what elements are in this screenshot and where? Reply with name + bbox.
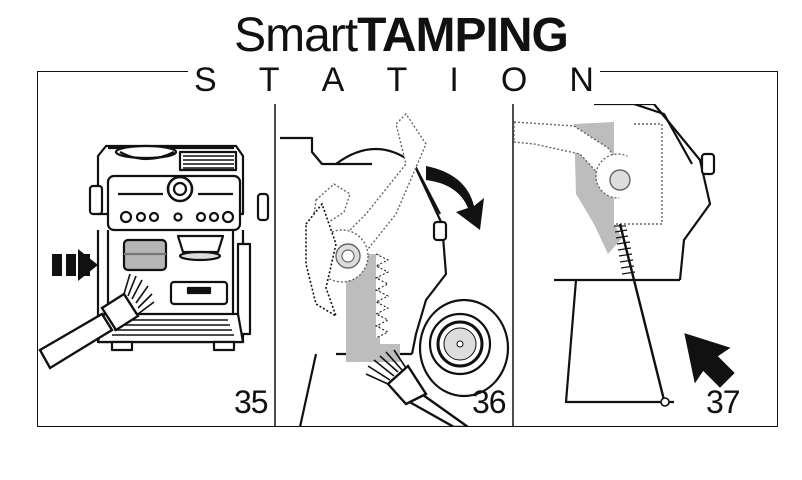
step-35-panel: 35 [38, 104, 275, 427]
title-tamping: TAMPING [357, 9, 569, 62]
subtitle-letter: T [258, 61, 280, 99]
tamping-mechanism-illustration [280, 112, 510, 427]
step-37-panel: 37 [514, 104, 778, 427]
subtitle-letter: T [386, 61, 408, 99]
espresso-machine-illustration [38, 144, 270, 370]
step-number-36: 36 [472, 384, 507, 420]
page-title: SmartTAMPING [0, 8, 802, 64]
title-smart: Smart [234, 9, 358, 62]
subtitle-letter: A [321, 61, 345, 99]
subtitle-letter: I [449, 61, 459, 99]
subtitle-letter: N [569, 61, 594, 99]
subtitle-letter: S [194, 61, 217, 99]
step-number-37: 37 [706, 384, 741, 420]
subtitle-station: S T A T I O N [188, 58, 600, 102]
subtitle-letter: O [500, 61, 528, 99]
step-number-35: 35 [234, 384, 269, 420]
step-36-panel: 36 [276, 104, 513, 427]
cleaning-tool-illustration [514, 104, 735, 407]
